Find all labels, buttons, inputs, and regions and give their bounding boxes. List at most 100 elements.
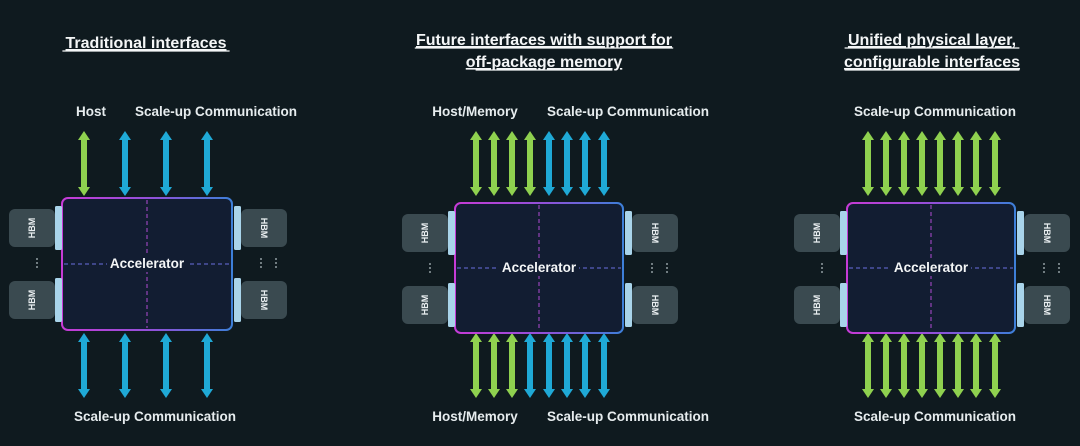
top-arrow-blue (579, 131, 591, 196)
top-arrow-green (862, 131, 874, 196)
ellipsis-dots (36, 258, 38, 268)
panel-title: Future interfaces with support for (416, 32, 672, 49)
bottom-arrow-green (470, 333, 482, 398)
hbm-module: HBM (794, 211, 847, 255)
bottom-arrow-blue (201, 333, 213, 398)
ellipsis-dots (260, 258, 262, 268)
hbm-module: HBM (625, 283, 678, 327)
hbm-label: HBM (650, 295, 660, 316)
hbm-connector (55, 278, 62, 322)
hbm-module: HBM (402, 283, 455, 327)
hbm-label: HBM (27, 290, 37, 311)
ellipsis-dots (1058, 263, 1060, 273)
ellipsis-dots (666, 263, 668, 273)
hbm-connector (625, 283, 632, 327)
hbm-connector (625, 211, 632, 255)
bottom-arrow-green (488, 333, 500, 398)
accelerator-label: Accelerator (894, 260, 969, 275)
accelerator-label: Accelerator (502, 260, 577, 275)
top-arrow-blue (561, 131, 573, 196)
ellipsis-dots (651, 263, 653, 273)
hbm-label: HBM (650, 223, 660, 244)
panel-title: Unified physical layer, (848, 32, 1016, 49)
top-arrow-green (524, 131, 536, 196)
top-arrow-green (78, 131, 90, 196)
top-arrow-green (989, 131, 1001, 196)
hbm-connector (448, 211, 455, 255)
hbm-module: HBM (1017, 211, 1070, 255)
hbm-connector (840, 211, 847, 255)
top-arrow-green (898, 131, 910, 196)
bottom-arrow-blue (598, 333, 610, 398)
bottom-arrow-blue (579, 333, 591, 398)
bottom-arrow-blue (543, 333, 555, 398)
hbm-label: HBM (1042, 223, 1052, 244)
bottom-arrow-blue (78, 333, 90, 398)
accelerator-label: Accelerator (110, 256, 185, 271)
hbm-connector (234, 206, 241, 250)
bottom-interface-label: Scale-up Communication (854, 409, 1016, 424)
bottom-arrow-green (970, 333, 982, 398)
top-interface-label: Scale-up Communication (854, 104, 1016, 119)
top-arrow-green (488, 131, 500, 196)
hbm-module: HBM (794, 283, 847, 327)
panel-3: Unified physical layer,configurable inte… (794, 32, 1070, 424)
top-arrow-blue (160, 131, 172, 196)
accelerator-core: Accelerator (454, 202, 624, 334)
bottom-arrow-green (952, 333, 964, 398)
accelerator-core: Accelerator (846, 202, 1016, 334)
hbm-connector (55, 206, 62, 250)
top-arrow-blue (119, 131, 131, 196)
top-arrow-green (506, 131, 518, 196)
bottom-arrow-green (862, 333, 874, 398)
bottom-arrow-green (989, 333, 1001, 398)
hbm-module: HBM (234, 206, 287, 250)
top-arrow-blue (201, 131, 213, 196)
bottom-interface-label: Scale-up Communication (74, 409, 236, 424)
hbm-label: HBM (812, 295, 822, 316)
hbm-label: HBM (1042, 295, 1052, 316)
hbm-connector (1017, 283, 1024, 327)
top-interface-label: Scale-up Communication (547, 104, 709, 119)
bottom-arrow-green (506, 333, 518, 398)
bottom-arrow-green (916, 333, 928, 398)
bottom-arrow-blue (561, 333, 573, 398)
panel-title: off-package memory (466, 54, 623, 71)
hbm-connector (840, 283, 847, 327)
hbm-module: HBM (234, 278, 287, 322)
top-interface-label: Host/Memory (432, 104, 518, 119)
ellipsis-dots (1043, 263, 1045, 273)
hbm-module: HBM (402, 211, 455, 255)
hbm-label: HBM (259, 290, 269, 311)
ellipsis-dots (275, 258, 277, 268)
top-arrow-green (952, 131, 964, 196)
top-arrow-blue (598, 131, 610, 196)
accelerator-core: Accelerator (61, 197, 233, 331)
bottom-arrow-green (934, 333, 946, 398)
panel-2: Future interfaces with support for off-pa… (402, 32, 709, 424)
bottom-interface-label: Host/Memory (432, 409, 518, 424)
bottom-interface-label: Scale-up Communication (547, 409, 709, 424)
top-arrow-blue (543, 131, 555, 196)
ellipsis-dots (429, 263, 431, 273)
top-arrow-green (934, 131, 946, 196)
top-arrow-green (916, 131, 928, 196)
top-arrow-green (880, 131, 892, 196)
hbm-connector (1017, 211, 1024, 255)
hbm-connector (448, 283, 455, 327)
top-interface-label: Scale-up Communication (135, 104, 297, 119)
panel-title: Traditional interfaces (66, 35, 227, 52)
hbm-label: HBM (420, 295, 430, 316)
hbm-label: HBM (27, 218, 37, 239)
hbm-module: HBM (9, 278, 62, 322)
hbm-module: HBM (625, 211, 678, 255)
top-arrow-green (970, 131, 982, 196)
hbm-label: HBM (420, 223, 430, 244)
ellipsis-dots (821, 263, 823, 273)
bottom-arrow-blue (524, 333, 536, 398)
hbm-label: HBM (259, 218, 269, 239)
bottom-arrow-green (880, 333, 892, 398)
